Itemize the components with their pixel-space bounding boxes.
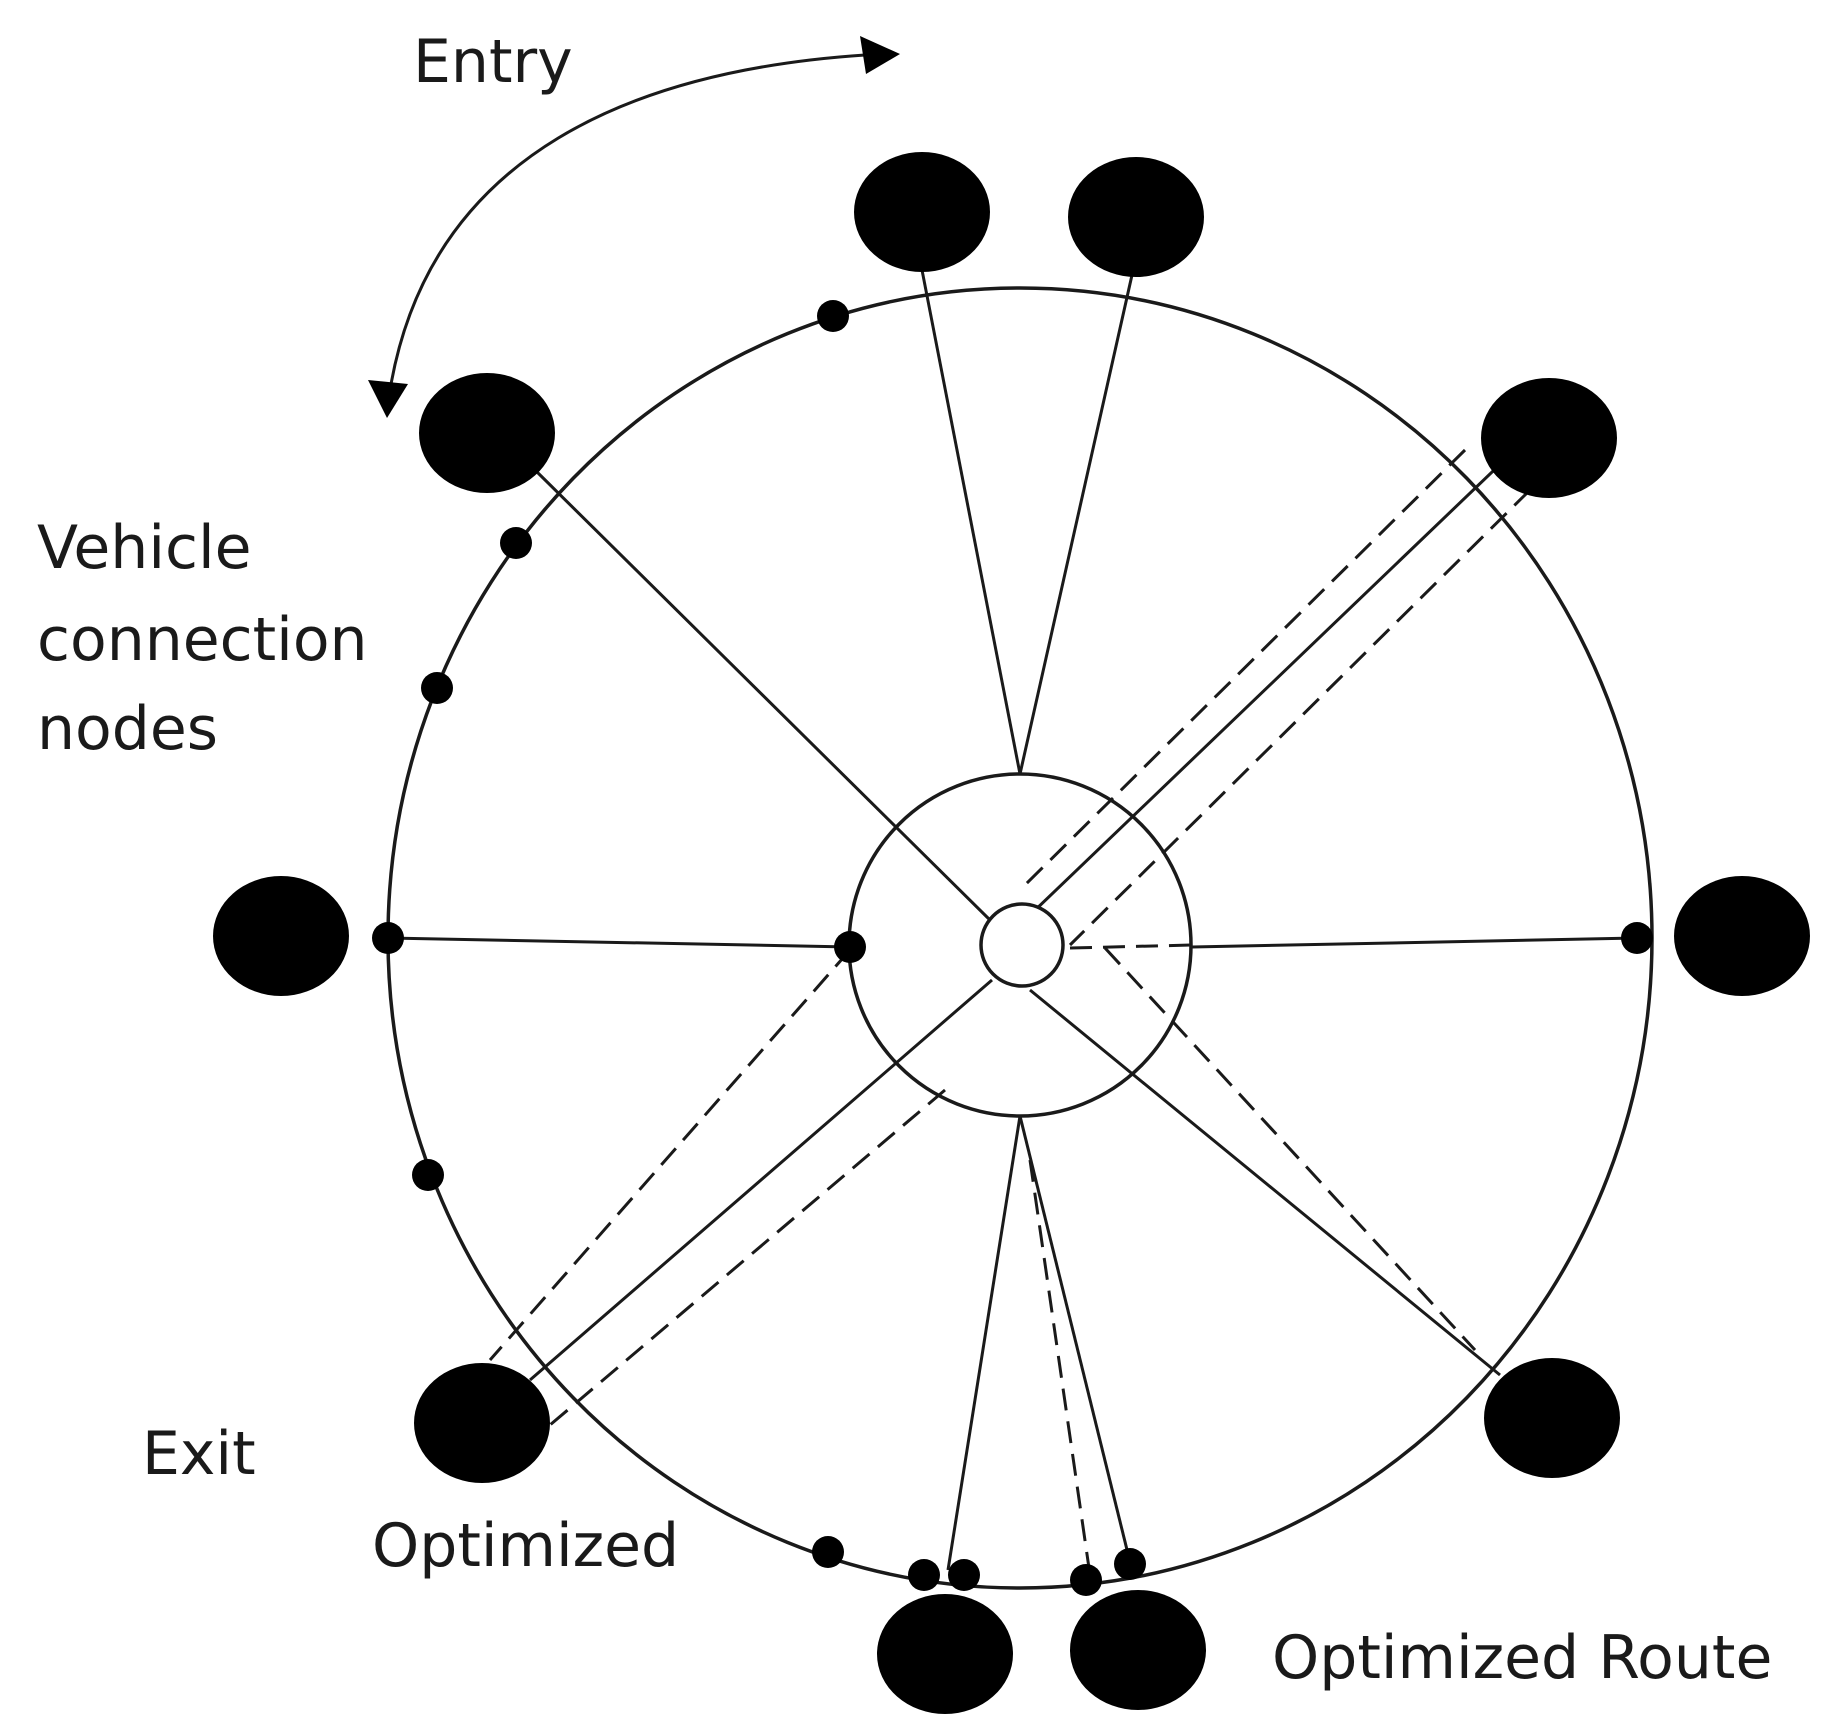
connection-dot [948, 1559, 980, 1591]
solid-connections [387, 269, 1638, 1571]
route-center-right [1069, 943, 1193, 950]
connection-dot [372, 922, 404, 954]
connection-dot [500, 527, 532, 559]
vehicle-node-right [1674, 876, 1810, 996]
spoke-left [387, 936, 851, 949]
route-lower-left-a [488, 949, 852, 1361]
route-lower-right [1103, 946, 1477, 1352]
vehicle-node-lower-left [414, 1363, 550, 1483]
spoke-right [1191, 936, 1638, 949]
connection-dot [834, 931, 866, 963]
vehicle-connection-nodes-label-line-2: connection [37, 605, 368, 675]
vehicle-nodes [213, 152, 1810, 1714]
connection-dot [812, 1536, 844, 1568]
spoke-bottom-left [946, 1115, 1022, 1571]
vehicle-node-bottom-right [1070, 1590, 1206, 1710]
spoke-upper-left [533, 468, 994, 924]
route-bottom [1028, 1159, 1092, 1576]
connection-dot [1114, 1548, 1146, 1580]
vehicle-node-bottom-left [877, 1594, 1013, 1714]
route-upper-right-b [1068, 488, 1532, 947]
vehicle-node-lower-right [1484, 1358, 1620, 1478]
vehicle-node-upper-left [419, 373, 555, 493]
vehicle-node-top-left [854, 152, 990, 272]
entry-arrowhead-right [860, 36, 900, 74]
exit-label: Exit [142, 1419, 256, 1489]
entry-label: Entry [413, 27, 573, 97]
connection-dots [372, 300, 1653, 1596]
vehicle-node-upper-right [1481, 378, 1617, 498]
optimized-route-label: Optimized Route [1272, 1623, 1773, 1693]
spoke-top-right [1018, 274, 1134, 775]
connection-dot [412, 1159, 444, 1191]
spoke-upper-right [1028, 448, 1517, 917]
connection-dot [908, 1559, 940, 1591]
vehicle-node-top-right [1068, 157, 1204, 277]
spoke-lower-right [1029, 988, 1501, 1377]
entry-arrowhead-left [368, 380, 408, 418]
spoke-top-left [920, 269, 1022, 775]
route-lower-left-b [549, 1088, 946, 1427]
connection-dot [817, 300, 849, 332]
vehicle-connection-nodes-label-line-3: nodes [37, 694, 218, 764]
entry-arrow [368, 36, 900, 418]
optimized-routes [488, 448, 1532, 1576]
center-hub [979, 902, 1065, 988]
spoke-bottom-right [1018, 1115, 1132, 1563]
spoke-lower-left [529, 978, 993, 1382]
connection-dot [421, 672, 453, 704]
vehicle-connection-nodes-label-line-1: Vehicle [37, 513, 252, 583]
connection-dot [1621, 922, 1653, 954]
route-upper-right-a [1023, 448, 1467, 887]
vehicle-node-left [213, 876, 349, 996]
connection-dot [1070, 1564, 1102, 1596]
optimized-label: Optimized [372, 1511, 680, 1581]
